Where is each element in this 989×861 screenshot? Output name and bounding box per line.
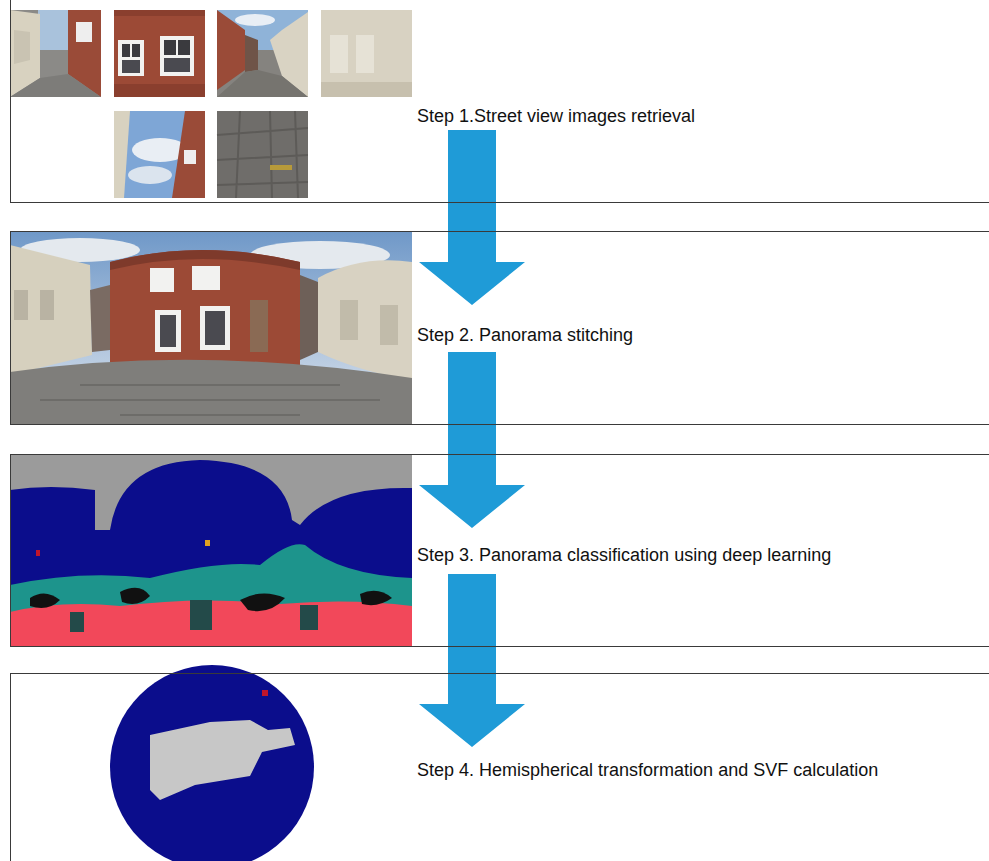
block-arrow [419,130,525,305]
street-view-thumbnail [114,10,205,16]
street-view-thumbnail [132,44,140,57]
street-view-thumbnail [14,30,30,64]
block-arrow [419,352,525,528]
street-view-thumbnail [321,10,412,97]
street-view-thumbnail [114,84,205,97]
street-view-thumbnail [178,40,190,55]
step-band: Step 4. Hemispherical transformation and… [10,673,989,861]
street-view-thumbnail [245,35,258,72]
street-view-thumbnail [122,44,130,57]
step-label: Step 2. Panorama stitching [417,324,633,346]
fisheye-image [110,665,314,861]
segmentation-map [10,600,412,647]
street-view-thumbnail [356,35,374,73]
street-view-thumbnail [114,10,205,97]
street-view-thumbnail [10,10,101,97]
street-view-thumbnail [10,74,101,97]
street-view-thumbnail [76,22,92,42]
street-view-thumbnail [217,10,308,97]
fisheye-image [150,720,295,800]
street-view-thumbnail [160,36,194,76]
segmentation-map [300,605,318,630]
block-arrow [419,574,525,747]
street-view-thumbnail [235,14,275,26]
panorama-image [160,315,176,347]
panorama-image [200,306,230,350]
segmentation-map [190,600,212,630]
street-view-thumbnail [114,111,205,198]
step-band: Step 2. Panorama stitching [10,231,989,425]
panorama-image [10,245,92,375]
street-view-thumbnail [330,35,348,73]
street-view-thumbnail [217,111,308,198]
panorama-image [14,290,28,320]
segmentation-map [360,591,392,605]
street-view-thumbnail [128,166,172,184]
street-view-thumbnail [122,60,140,73]
street-view-thumbnail [172,111,205,198]
fisheye-image [262,690,268,696]
step-band: Step 1.Street view images retrieval [10,0,989,203]
panorama-image [90,285,110,352]
segmentation-map [240,593,285,611]
segmentation-map [10,454,412,647]
segmentation-map [120,588,150,604]
street-view-thumbnail [38,10,72,50]
street-view-thumbnail [184,150,196,164]
panorama-image [10,360,412,425]
street-view-thumbnail [321,10,412,97]
street-view-thumbnail [321,82,412,97]
street-view-thumbnail [217,10,308,97]
segmentation-map [36,550,40,556]
fisheye-image [110,665,314,861]
panorama-image [150,268,174,292]
panorama-image [380,305,398,345]
step-label: Step 1.Street view images retrieval [417,105,695,127]
panorama-image [318,260,412,380]
panorama-image [205,311,225,345]
panorama-image [155,310,181,352]
street-view-thumbnail [10,10,101,97]
street-view-thumbnail [164,40,176,55]
street-view-thumbnail [114,111,130,198]
panorama-image [40,385,380,415]
street-view-thumbnail [114,111,205,198]
panorama-image [300,275,318,360]
segmentation-map [10,454,412,647]
segmentation-map [205,540,210,546]
segmentation-map [30,593,60,608]
step-band: Step 3. Panorama classification using de… [10,454,989,647]
panorama-image [192,266,220,290]
street-view-thumbnail [164,58,190,72]
fisheye-image [150,690,295,800]
panorama-image [340,300,358,340]
street-view-thumbnail [270,165,292,170]
panorama-image [40,290,54,320]
panorama-image [250,300,268,352]
step-label: Step 3. Panorama classification using de… [417,544,831,566]
street-view-thumbnail [118,40,144,76]
step-label: Step 4. Hemispherical transformation and… [417,759,878,781]
street-view-thumbnail [114,10,205,97]
street-view-thumbnail [217,111,308,198]
street-view-thumbnail [217,111,308,198]
segmentation-map [70,612,84,632]
panorama-image [10,231,412,425]
panorama-image [10,231,412,425]
street-view-thumbnail [217,70,308,97]
panorama-image [110,250,300,376]
